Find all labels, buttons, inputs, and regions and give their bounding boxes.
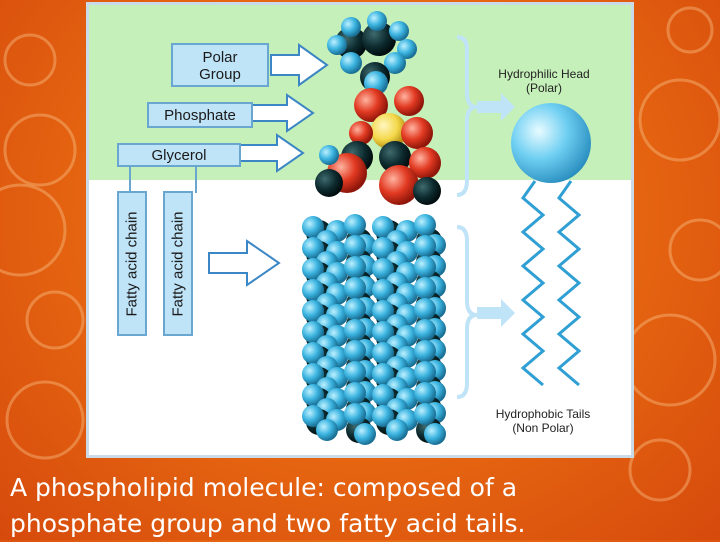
region-brackets [456, 35, 478, 399]
molecule-illustration [208, 11, 591, 445]
fatty-acid-chain-label-1: Fatty acid chain [117, 191, 147, 336]
hydrophilic-head-label: Hydrophilic Head (Polar) [498, 67, 590, 95]
fatty-acid-chain-label-2: Fatty acid chain [163, 191, 193, 336]
fatty-acid-chain-text-2: Fatty acid chain [169, 210, 187, 317]
diagram-panel: Polar Group Phosphate Glycerol Fatty aci… [86, 2, 634, 458]
caption-line-2: phosphate group and two fatty acid tails… [10, 509, 526, 538]
slide-caption: A phospholipid molecule: composed of a p… [10, 470, 710, 542]
polar-group-text: Polar Group [199, 49, 241, 83]
hydrophobic-tails-label: Hydrophobic Tails (Non Polar) [495, 407, 591, 435]
schematic-phospholipid [511, 103, 591, 387]
head-group-atoms [315, 11, 441, 205]
phosphate-text: Phosphate [164, 107, 236, 124]
pointer-arrows [208, 43, 329, 287]
phosphate-label: Phosphate [147, 102, 253, 128]
caption-line-1: A phospholipid molecule: composed of a [10, 473, 518, 502]
glycerol-text: Glycerol [151, 147, 207, 164]
fatty-acid-chains [302, 214, 446, 445]
fatty-acid-chain-text-1: Fatty acid chain [123, 210, 141, 317]
region-arrows [477, 93, 515, 327]
polar-group-label: Polar Group [171, 43, 269, 87]
glycerol-connector [129, 167, 197, 193]
glycerol-label: Glycerol [117, 143, 241, 167]
